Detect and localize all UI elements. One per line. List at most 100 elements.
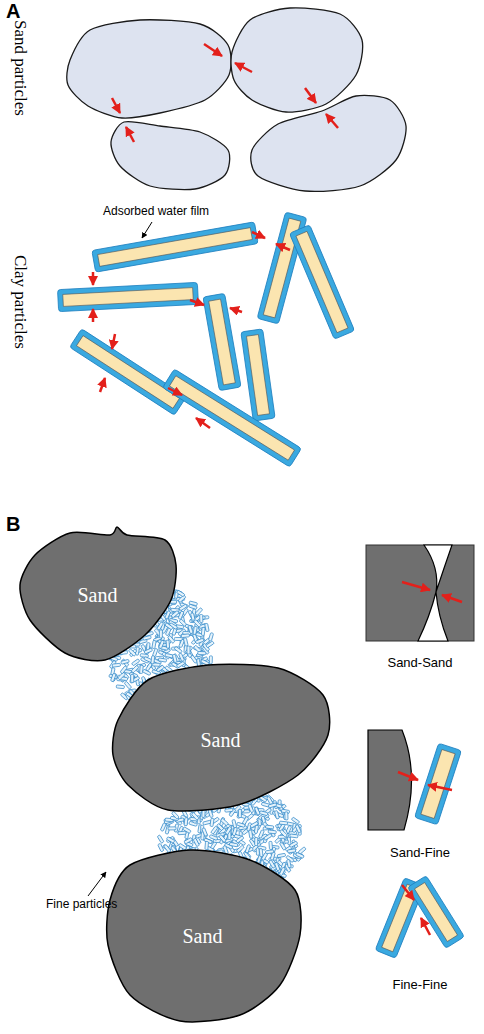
fine-particle [285, 812, 288, 820]
fine-particle [164, 844, 171, 852]
fine-particle [211, 826, 218, 834]
fine-particle [190, 655, 197, 663]
fine-particle [166, 837, 174, 844]
fine-particle [179, 653, 185, 662]
clay-core [209, 299, 236, 385]
fine-particle [159, 630, 162, 638]
fine-particle [259, 811, 268, 816]
clay-core [421, 750, 455, 819]
fine-particle [245, 845, 251, 854]
fine-particle [184, 837, 192, 844]
fine-particle [178, 831, 186, 835]
fine-particle [159, 640, 165, 649]
water-film [289, 225, 354, 339]
fine-particle [250, 821, 258, 828]
fine-particle [258, 830, 264, 839]
grain-label: Sand [100, 845, 305, 1027]
contact-force-arrow [112, 334, 115, 349]
sand-grain [231, 8, 363, 112]
fine-particle [166, 836, 174, 843]
grain-gap [418, 592, 448, 641]
fine-particle [152, 640, 156, 648]
fine-particle [295, 825, 301, 834]
fine-particle [165, 611, 171, 620]
sand-grain [67, 20, 231, 118]
clay-core [77, 336, 180, 409]
sand-grain: Sand [100, 845, 305, 1027]
fine-particle [172, 654, 177, 662]
fine-particle [237, 822, 246, 827]
fine-particle [187, 646, 190, 654]
fine-particle [225, 826, 232, 834]
contact-force-arrow [92, 309, 95, 322]
clay-core [296, 231, 348, 332]
fine-particle [279, 821, 287, 825]
fine-particle [158, 843, 164, 852]
fine-particle [131, 674, 134, 682]
fine-particle [120, 666, 127, 674]
fine-particle [202, 828, 208, 837]
fine-particle [248, 804, 254, 813]
water-film [163, 369, 302, 467]
fine-particle [171, 610, 179, 617]
contact-force-arrow [402, 582, 430, 590]
fine-particle [272, 811, 279, 819]
fine-particle [130, 675, 135, 683]
fine-particle [140, 654, 148, 658]
clay-core [246, 335, 269, 416]
fine-particle [232, 819, 237, 827]
contact-force-arrow [398, 772, 418, 780]
contact-force-arrow [428, 785, 452, 790]
fine-particle [280, 829, 288, 837]
fine-particle [209, 835, 218, 841]
water-film [241, 329, 275, 421]
fine-particle [229, 842, 237, 846]
fine-particle [160, 823, 166, 832]
fine-particle [200, 614, 203, 622]
fine-particle [165, 653, 173, 658]
fine-particle [267, 796, 274, 804]
fine-particle [236, 836, 244, 843]
clay-particle [70, 329, 187, 416]
panel-title: Sand particles [10, 20, 29, 116]
clay-particle [415, 743, 462, 825]
fine-particle [269, 841, 273, 849]
fine-particle [176, 661, 184, 668]
fine-particle [208, 633, 213, 642]
panel-title: Clay particles [10, 255, 29, 349]
contact-force-arrow [235, 63, 252, 72]
contact-force-arrow [100, 378, 105, 392]
contact-force-arrow [112, 98, 120, 113]
clay-particle [241, 329, 275, 421]
fine-particle [219, 834, 227, 842]
inset-sand-sand [366, 545, 474, 641]
clay-particle [58, 282, 199, 311]
fine-particle [124, 681, 131, 689]
fine-particle [165, 623, 173, 630]
fine-particle [264, 834, 272, 841]
panel-letter: A [6, 0, 20, 22]
contact-force-arrow [204, 44, 222, 56]
water-film [92, 222, 258, 272]
fine-particle [193, 838, 199, 846]
fine-particle [142, 669, 150, 675]
clay-particle [289, 225, 354, 339]
fine-particle [183, 827, 191, 834]
fine-particle [289, 841, 297, 848]
clay-particle [203, 293, 241, 390]
fine-particle [184, 645, 191, 653]
fine-particle [268, 830, 276, 834]
panel-letter: B [6, 513, 20, 535]
fine-particle [265, 825, 273, 829]
contact-force-arrow [276, 244, 290, 250]
fine-particle [210, 818, 214, 826]
contact-force-arrow [190, 300, 204, 305]
grain-gap [424, 545, 452, 592]
grain-label: Sand [108, 660, 333, 820]
fine-particle [129, 649, 137, 657]
fine-particle [205, 841, 209, 849]
fine-particle [238, 810, 241, 818]
clay-core [414, 883, 457, 942]
fine-particle [287, 859, 292, 867]
water-film [408, 876, 465, 949]
